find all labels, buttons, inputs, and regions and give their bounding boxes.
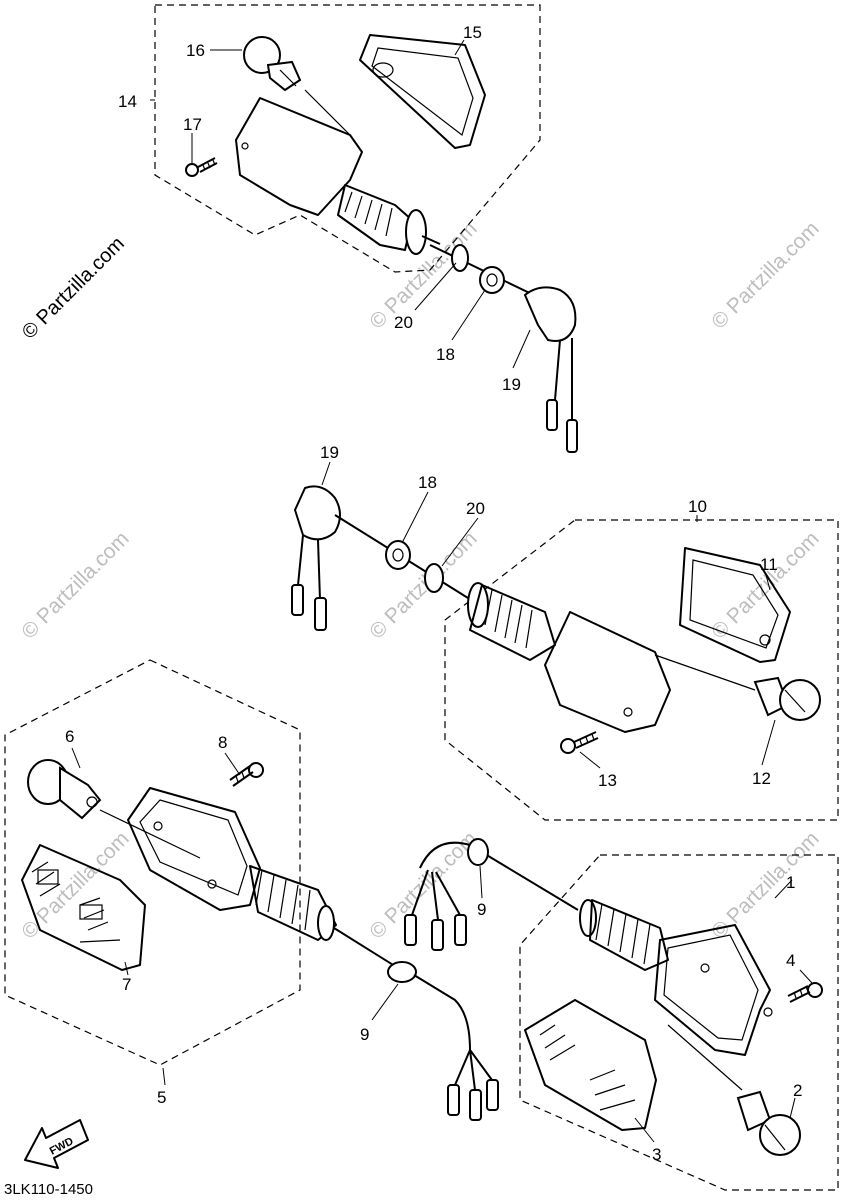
watermark: © Partzilla.com bbox=[707, 527, 823, 643]
callout-3: 3 bbox=[652, 1145, 661, 1164]
callout-19-mid: 19 bbox=[320, 443, 339, 462]
callout-4: 4 bbox=[786, 951, 795, 970]
wire-14 bbox=[429, 244, 578, 453]
screw-4 bbox=[787, 982, 823, 1003]
callout-20-top: 20 bbox=[394, 313, 413, 332]
callout-7: 7 bbox=[122, 975, 131, 994]
wire-1 bbox=[404, 838, 579, 951]
callout-19-top: 19 bbox=[502, 375, 521, 394]
washer-20a bbox=[451, 244, 469, 272]
callout-14: 14 bbox=[118, 92, 137, 111]
callout-18-mid: 18 bbox=[418, 473, 437, 492]
callout-16: 16 bbox=[186, 41, 205, 60]
callout-20-mid: 20 bbox=[466, 499, 485, 518]
assembly-14-boundary bbox=[154, 4, 541, 273]
callout-1: 1 bbox=[786, 873, 795, 892]
bulb-12 bbox=[753, 676, 821, 721]
assembly-1-boundary bbox=[519, 854, 839, 1191]
watermark: © Partzilla.com bbox=[17, 527, 133, 643]
screw-8 bbox=[229, 762, 264, 787]
assembly-10-boundary bbox=[444, 519, 839, 821]
callout-11: 11 bbox=[760, 555, 778, 574]
callout-17: 17 bbox=[183, 115, 202, 134]
wire-5 bbox=[333, 927, 499, 1121]
grommet-9b bbox=[387, 961, 417, 983]
housing-10 bbox=[467, 582, 756, 733]
bulb-6 bbox=[27, 759, 201, 859]
assembly-1: 1 4 2 3 9 bbox=[404, 838, 839, 1191]
watermarks: © Partzilla.com © Partzilla.com © Partzi… bbox=[17, 217, 823, 943]
screw-17 bbox=[185, 157, 218, 177]
screw-13 bbox=[560, 731, 599, 754]
callout-15: 15 bbox=[463, 23, 482, 42]
assembly-5-boundary bbox=[4, 659, 301, 1066]
diagram-code: 3LK110-1450 bbox=[4, 1181, 93, 1198]
lens-11 bbox=[679, 547, 791, 663]
washer-20b bbox=[424, 563, 444, 593]
callout-18-top: 18 bbox=[436, 345, 455, 364]
watermark: © Partzilla.com bbox=[707, 217, 823, 333]
lens-15 bbox=[359, 34, 486, 149]
callout-9-right: 9 bbox=[477, 900, 486, 919]
housing-5 bbox=[127, 787, 337, 941]
lens-7 bbox=[21, 844, 146, 971]
grommet-9a bbox=[467, 838, 489, 866]
callout-12: 12 bbox=[752, 769, 771, 788]
grommet-19a bbox=[523, 286, 577, 342]
callout-8: 8 bbox=[218, 733, 227, 752]
bulb-2 bbox=[736, 1090, 801, 1156]
callout-6: 6 bbox=[65, 727, 74, 746]
callout-13: 13 bbox=[598, 771, 617, 790]
assembly-10: 10 11 12 13 19 18 20 bbox=[291, 443, 839, 821]
housing-14 bbox=[235, 89, 441, 255]
callout-9-left: 9 bbox=[360, 1025, 369, 1044]
watermark-main: © Partzilla.com bbox=[18, 233, 129, 344]
callout-10: 10 bbox=[688, 497, 707, 516]
assembly-5: 6 8 7 5 9 bbox=[4, 659, 499, 1121]
grommet-19b bbox=[293, 485, 341, 541]
lens-3 bbox=[524, 999, 657, 1131]
grommet-18a bbox=[479, 266, 505, 294]
assembly-14: 14 16 17 15 20 18 19 bbox=[118, 4, 578, 453]
grommet-18b bbox=[385, 540, 411, 570]
callout-2: 2 bbox=[793, 1081, 802, 1100]
bulb-16 bbox=[243, 36, 302, 92]
housing-1 bbox=[579, 899, 773, 1091]
fwd-arrow-icon: FWD bbox=[24, 1119, 89, 1169]
wire-10 bbox=[291, 485, 469, 631]
callout-5: 5 bbox=[157, 1088, 166, 1107]
watermark: © Partzilla.com bbox=[17, 827, 133, 943]
